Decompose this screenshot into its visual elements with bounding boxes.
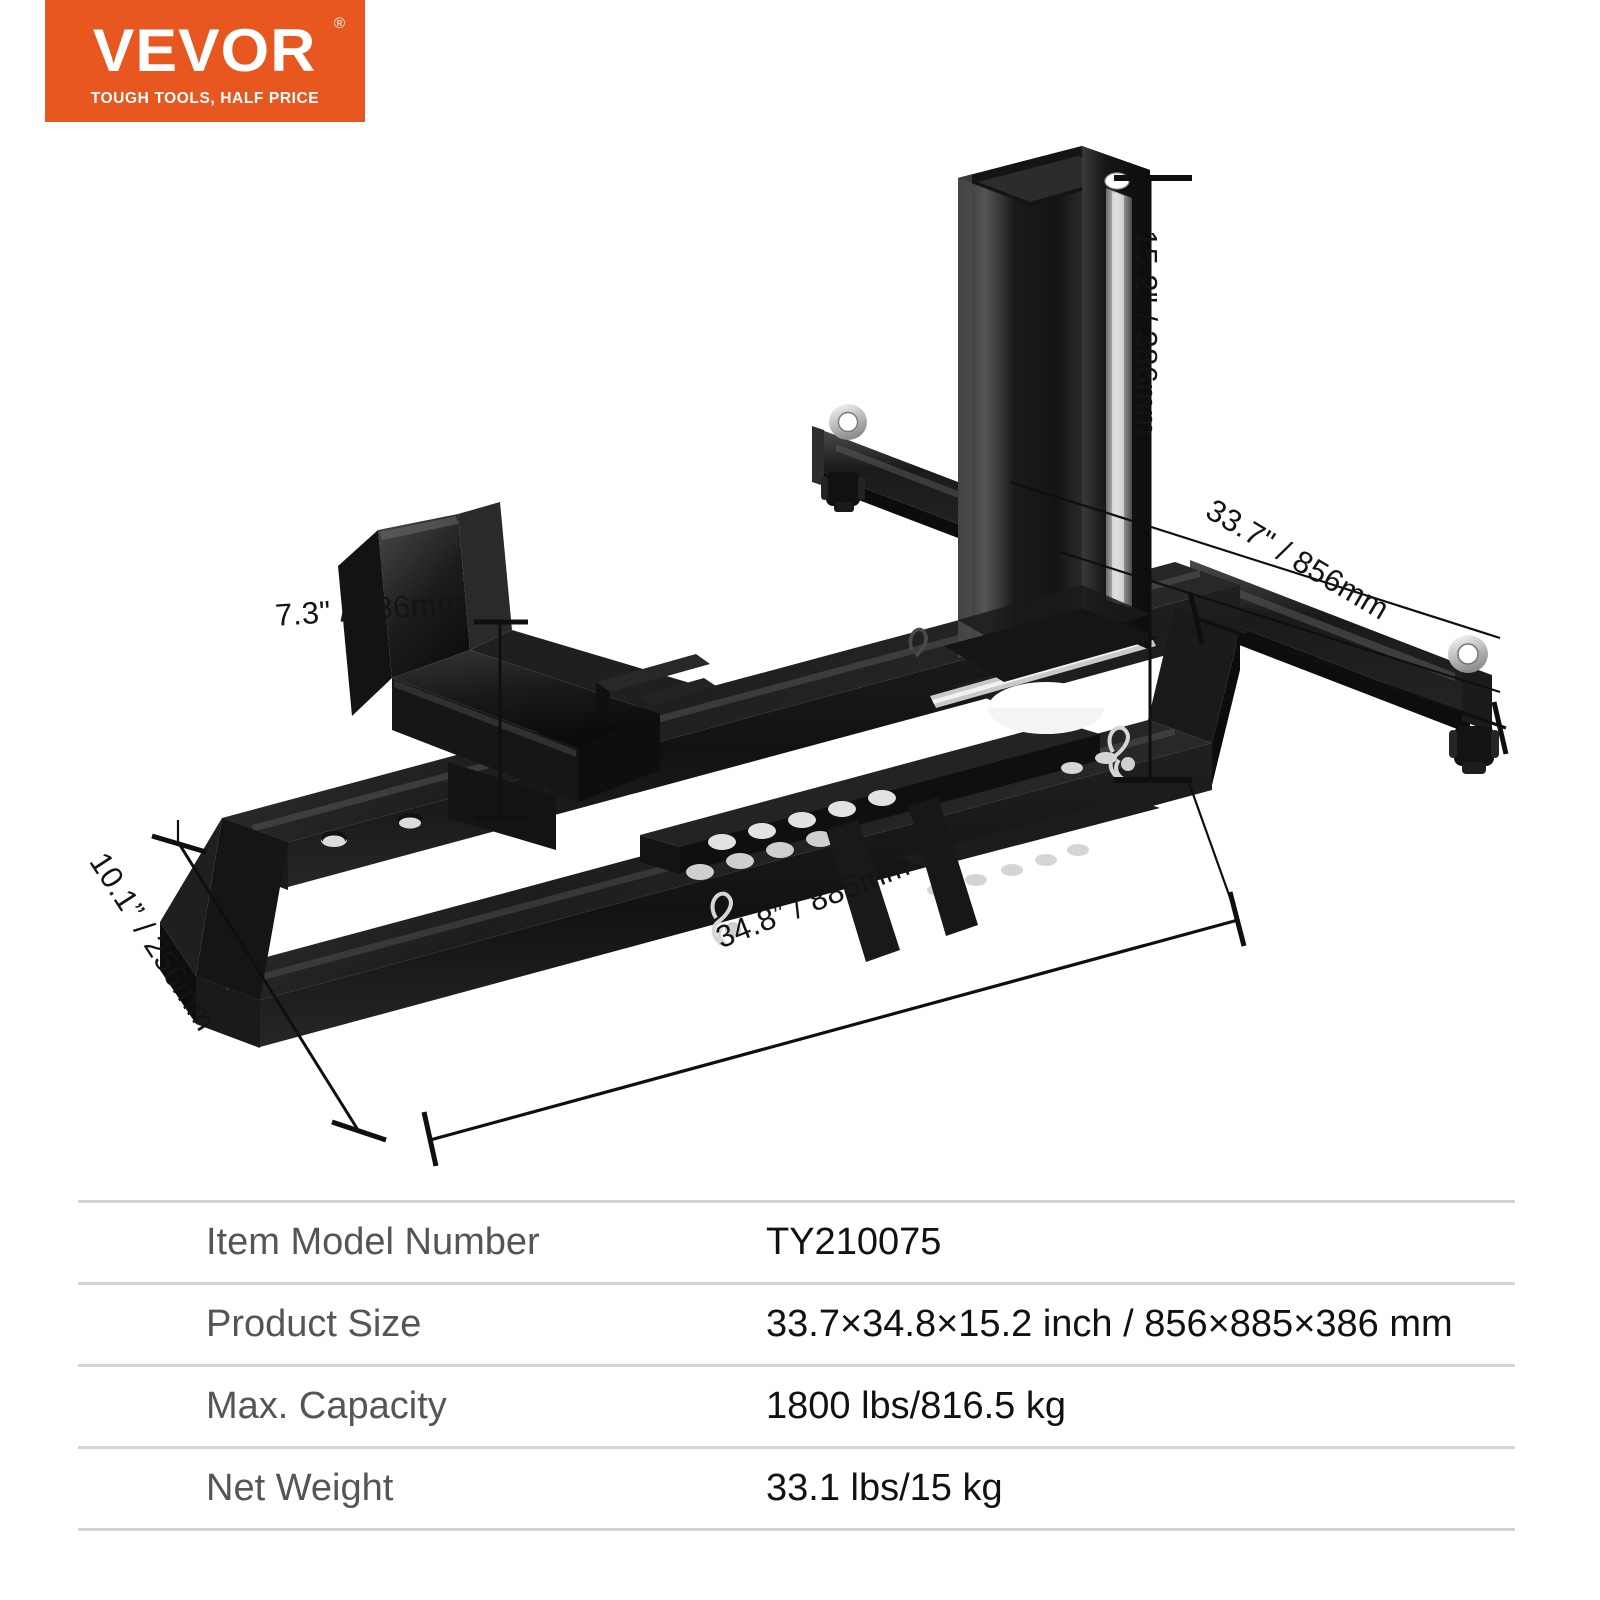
r-clip-ball-front [725,922,741,938]
ring-pin-right [1448,635,1488,673]
ring-pin-left [829,404,867,440]
r-clip-ball-right [1121,757,1135,771]
dimension-line-cradle-height [474,619,528,821]
product-drawing [151,146,1509,1167]
spec-label-max-capacity: Max. Capacity [78,1364,766,1448]
v-wheel-cradle [338,502,716,850]
vertical-wheel-chock-post [944,146,1160,682]
spec-label-net-weight: Net Weight [78,1446,766,1531]
brand-wordmark: VEVOR [93,16,317,84]
knob-foot-right [1449,726,1499,774]
knob-foot-left [821,472,865,512]
spec-label-product-size: Product Size [78,1282,766,1366]
table-row: Product Size 33.7×34.8×15.2 inch / 856×8… [78,1282,1515,1366]
spec-value-net-weight: 33.1 lbs/15 kg [766,1446,1515,1531]
specification-table: Item Model Number TY210075 Product Size … [78,1200,1515,1531]
adjustment-holes-right [927,752,1117,896]
left-cross-arm [812,404,1000,554]
spec-value-product-size: 33.7×34.8×15.2 inch / 856×885×386 mm [766,1282,1515,1366]
table-row: Net Weight 33.1 lbs/15 kg [78,1446,1515,1531]
brand-logo: VEVOR ® TOUGH TOOLS, HALF PRICE [45,0,365,122]
brand-tagline: TOUGH TOOLS, HALF PRICE [90,89,320,107]
product-illustration [0,130,1600,1170]
dimension-line-width [151,820,387,1143]
dimension-line-height [1009,175,1501,783]
dimension-lines [151,175,1509,1167]
adjustment-holes-lower [686,831,834,880]
spec-value-max-capacity: 1800 lbs/816.5 kg [766,1364,1515,1448]
r-clip-pin-front [710,891,733,948]
adjustment-holes-upper [708,790,896,850]
dimension-line-depth [1187,591,1509,755]
table-row: Item Model Number TY210075 [78,1200,1515,1284]
spec-value-model-number: TY210075 [766,1200,1515,1284]
spec-label-model-number: Item Model Number [78,1200,766,1284]
dimension-line-length [421,779,1247,1167]
hairpin-clip-top [908,627,928,658]
table-row: Max. Capacity 1800 lbs/816.5 kg [78,1364,1515,1448]
registered-trademark-icon: ® [333,15,345,32]
dimension-label-height: 15.2" / 386mm [1129,230,1164,436]
